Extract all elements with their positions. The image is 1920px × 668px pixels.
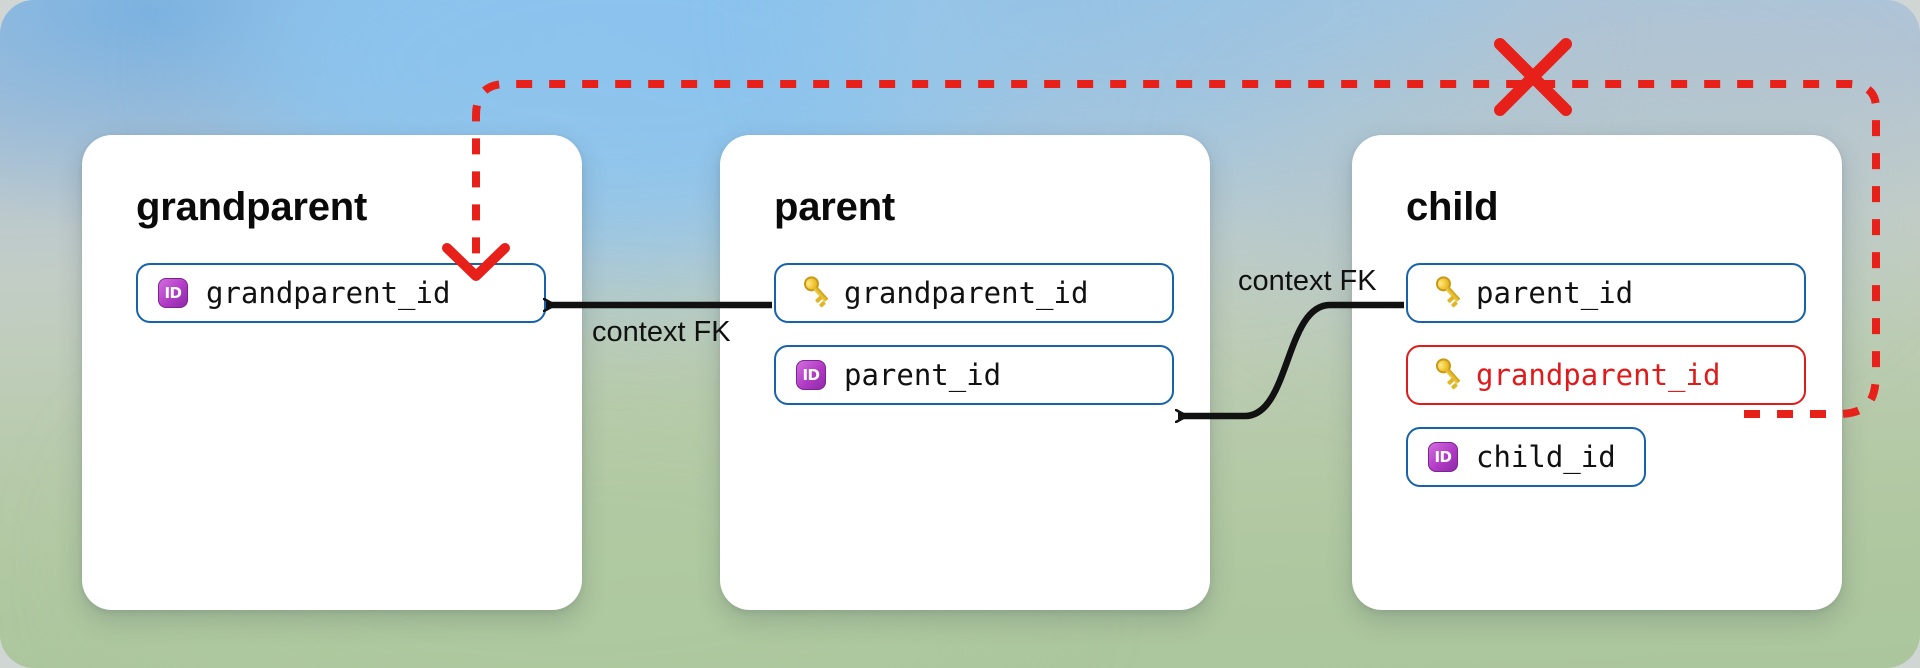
edge-label-context-fk: context FK <box>1238 265 1377 297</box>
table-columns-list: parent_id grandparent_id ID child_id <box>1406 263 1806 509</box>
table-columns-list: grandparent_id ID parent_id <box>774 263 1174 427</box>
table-title: parent <box>774 185 896 229</box>
column-name: grandparent_id <box>844 276 1089 310</box>
table-title: grandparent <box>136 185 368 229</box>
table-row[interactable]: ID grandparent_id <box>136 263 546 323</box>
table-columns-list: ID grandparent_id <box>136 263 546 345</box>
column-name: parent_id <box>844 358 1002 392</box>
table-card-child[interactable]: child parent_id grandparent_id ID child_… <box>1352 135 1842 610</box>
table-row-flagged[interactable]: grandparent_id <box>1406 345 1806 405</box>
id-icon: ID <box>1426 440 1460 474</box>
id-icon: ID <box>156 276 190 310</box>
table-row[interactable]: ID child_id <box>1406 427 1646 487</box>
table-card-grandparent[interactable]: grandparent ID grandparent_id <box>82 135 582 610</box>
table-row[interactable]: ID parent_id <box>774 345 1174 405</box>
column-name: grandparent_id <box>206 276 451 310</box>
id-icon: ID <box>794 358 828 392</box>
column-name: parent_id <box>1476 276 1634 310</box>
key-icon <box>794 273 829 310</box>
table-row[interactable]: grandparent_id <box>774 263 1174 323</box>
table-card-parent[interactable]: parent grandparent_id ID parent_id <box>720 135 1210 610</box>
edge-label-context-fk: context FK <box>592 316 731 348</box>
x-mark-icon <box>1494 38 1572 116</box>
key-icon <box>1426 355 1461 392</box>
table-row[interactable]: parent_id <box>1406 263 1806 323</box>
table-title: child <box>1406 185 1499 229</box>
key-icon <box>1426 273 1461 310</box>
column-name: grandparent_id <box>1476 358 1721 392</box>
column-name: child_id <box>1476 440 1616 474</box>
